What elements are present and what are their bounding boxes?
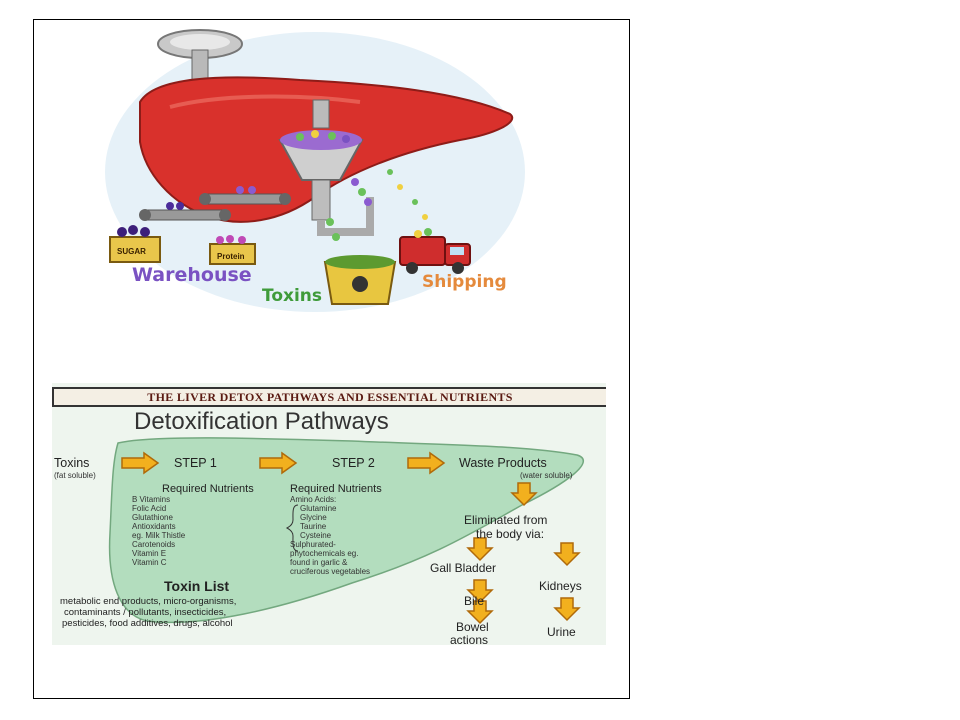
- toxin-list-heading: Toxin List: [164, 578, 230, 594]
- step1-nutrient: Folic Acid: [132, 504, 167, 513]
- amino-brace: [285, 504, 299, 552]
- step1-nutrients-heading: Required Nutrients: [162, 483, 254, 495]
- step2-extra-line: phytochemicals eg.: [290, 549, 359, 558]
- step1-nutrient: Vitamin C: [132, 558, 167, 567]
- step1-nutrient: Glutathione: [132, 513, 173, 522]
- elimination-heading-1: Eliminated from: [464, 513, 548, 527]
- detox-pathways-diagram: THE LIVER DETOX PATHWAYS AND ESSENTIAL N…: [52, 383, 606, 645]
- waste-products-note: (water soluble): [520, 471, 573, 480]
- step2-extra-line: Sulphurated-: [290, 540, 336, 549]
- protein-box: [209, 235, 256, 265]
- sugar-box: [109, 225, 161, 263]
- elimination-heading-2: the body via:: [476, 527, 545, 541]
- step1-nutrient: eg. Milk Thistle: [132, 531, 186, 540]
- toxin-list-line: pesticides, food additives, drugs, alcoh…: [62, 618, 233, 629]
- step2-extra-line: found in garlic &: [290, 558, 348, 567]
- arrow-urine-down: [554, 597, 580, 621]
- warehouse-label: Warehouse: [132, 264, 252, 286]
- central-funnel-icon: [278, 99, 364, 221]
- diagram-title: Detoxification Pathways: [134, 408, 389, 435]
- sugar-box-label: SUGAR: [117, 247, 146, 256]
- toxin-list-line: contaminants / pollutants, insecticides,: [64, 607, 227, 618]
- amino-acid: Glutamine: [300, 504, 337, 513]
- step1-label: STEP 1: [174, 456, 217, 470]
- liver-outline: [108, 437, 584, 624]
- shipping-truck-icon: [399, 228, 471, 274]
- amino-acid: Cysteine: [300, 531, 332, 540]
- toxin-list-line: metabolic end products, micro-organisms,: [60, 596, 237, 607]
- pipe: [317, 197, 374, 236]
- toxins-label: Toxins: [262, 286, 323, 306]
- shipping-label: Shipping: [422, 272, 507, 292]
- arrow-gallbladder-down: [467, 537, 493, 561]
- urine-label: Urine: [547, 625, 576, 639]
- liver-factory-illustration: SUGAR Protein Warehouse Toxins Shipping: [100, 22, 530, 322]
- bowel-label-1: Bowel: [456, 620, 489, 634]
- step1-nutrient: Vitamin E: [132, 549, 167, 558]
- waste-products-label: Waste Products: [459, 456, 547, 470]
- protein-box-label: Protein: [217, 252, 245, 261]
- gall-bladder-label: Gall Bladder: [430, 561, 497, 575]
- step2-extra-line: cruciferous vegetables: [290, 567, 371, 576]
- toxins-note: (fat soluble): [54, 471, 96, 480]
- step2-label: STEP 2: [332, 456, 375, 470]
- bile-label: Bile: [464, 594, 485, 608]
- step2-nutrients-heading: Required Nutrients: [290, 483, 382, 495]
- step1-nutrient: B Vitamins: [132, 495, 171, 504]
- bowel-label-2: actions: [450, 633, 489, 645]
- step1-nutrient: Antioxidants: [132, 522, 176, 531]
- bead-stream: [326, 169, 428, 241]
- step1-nutrient: Carotenoids: [132, 540, 176, 549]
- arrow-kidneys-down: [554, 542, 580, 566]
- amino-acid: Taurine: [300, 522, 327, 531]
- kidneys-label: Kidneys: [539, 579, 582, 593]
- toxins-label: Toxins: [54, 456, 90, 470]
- diagram-header: THE LIVER DETOX PATHWAYS AND ESSENTIAL N…: [52, 387, 606, 407]
- toxin-bucket-icon: [323, 255, 397, 305]
- amino-acids-heading: Amino Acids:: [290, 495, 337, 504]
- conveyor-belts: [139, 186, 291, 221]
- amino-acid: Glycine: [300, 513, 327, 522]
